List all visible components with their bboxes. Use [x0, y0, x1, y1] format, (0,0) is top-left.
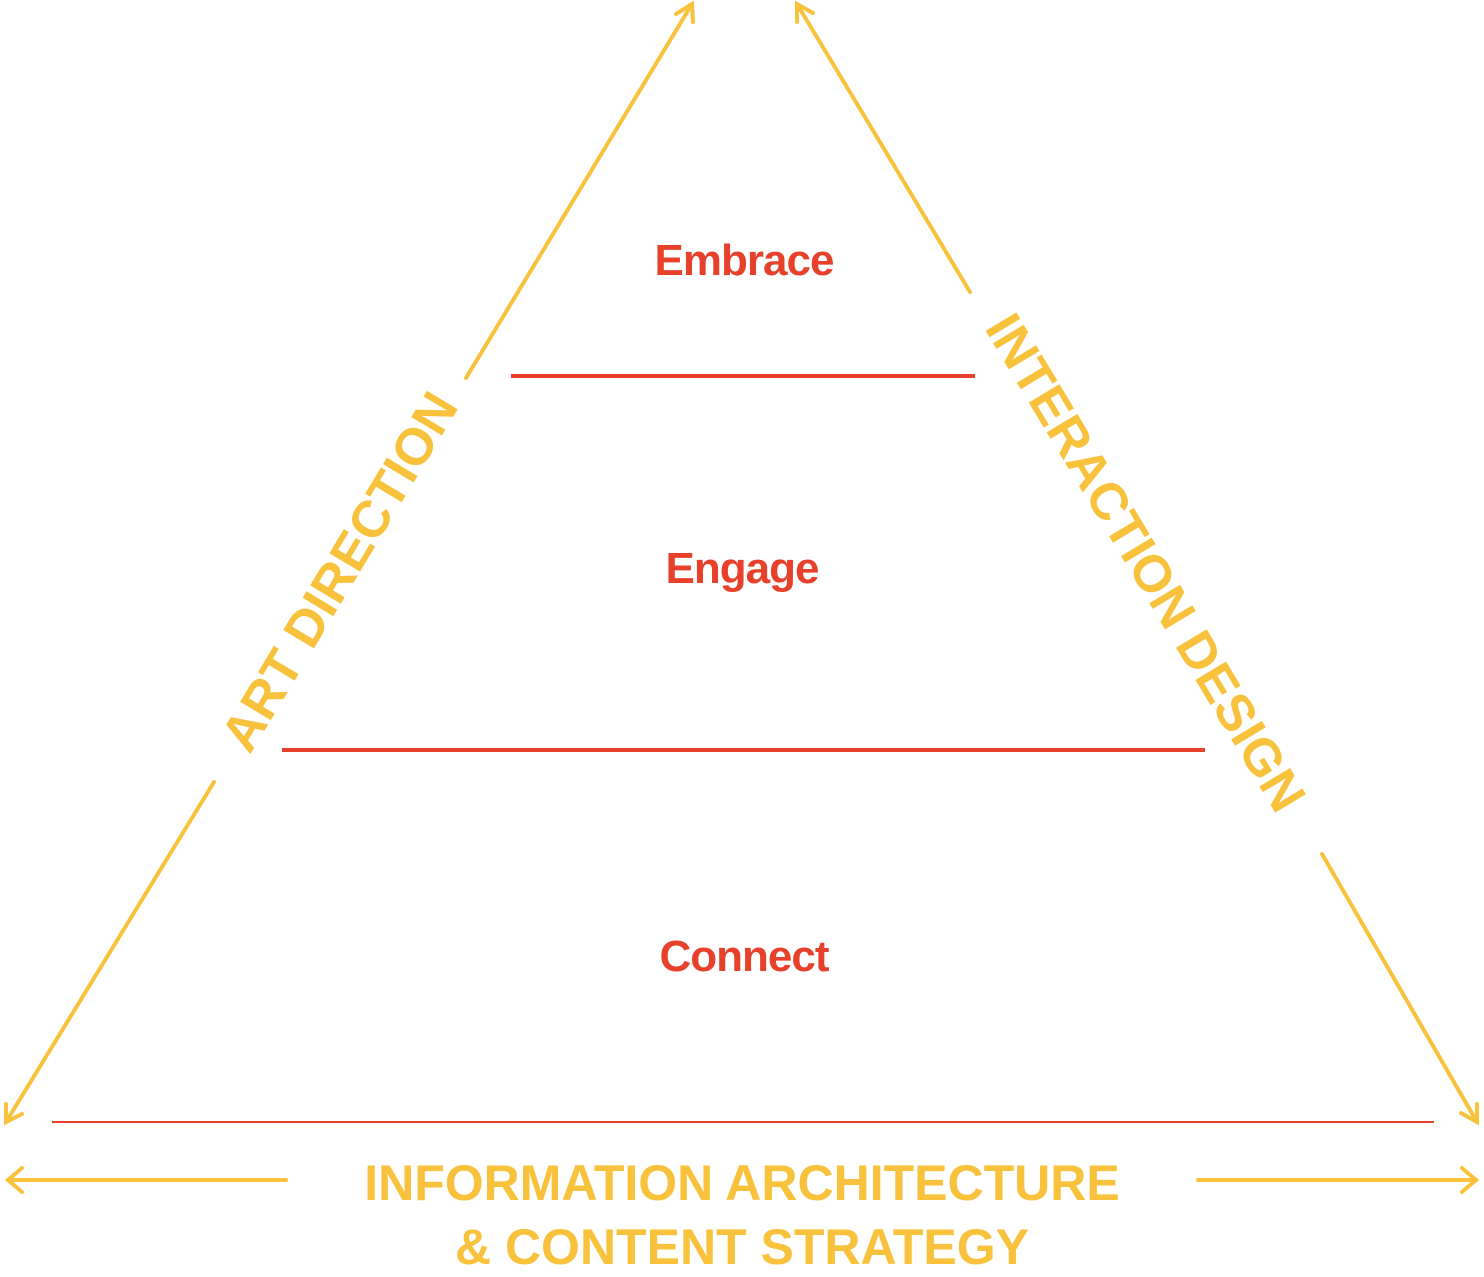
tier-label-embrace: Embrace: [655, 236, 834, 285]
base-label-line-1: INFORMATION ARCHITECTURE: [364, 1155, 1120, 1211]
left-side-arrow: [4, 0, 695, 1126]
right-side-arrow: [795, 0, 1479, 1126]
side-label-art-direction: ART DIRECTION: [210, 382, 470, 761]
base-label-line-2: & CONTENT STRATEGY: [455, 1219, 1029, 1275]
tier-label-connect: Connect: [660, 932, 830, 981]
base-right-arrow: [1196, 1166, 1480, 1194]
side-label-interaction-design: INTERACTION DESIGN: [974, 304, 1317, 822]
base-left-arrow: [4, 1166, 288, 1194]
tier-label-engage: Engage: [666, 544, 819, 593]
